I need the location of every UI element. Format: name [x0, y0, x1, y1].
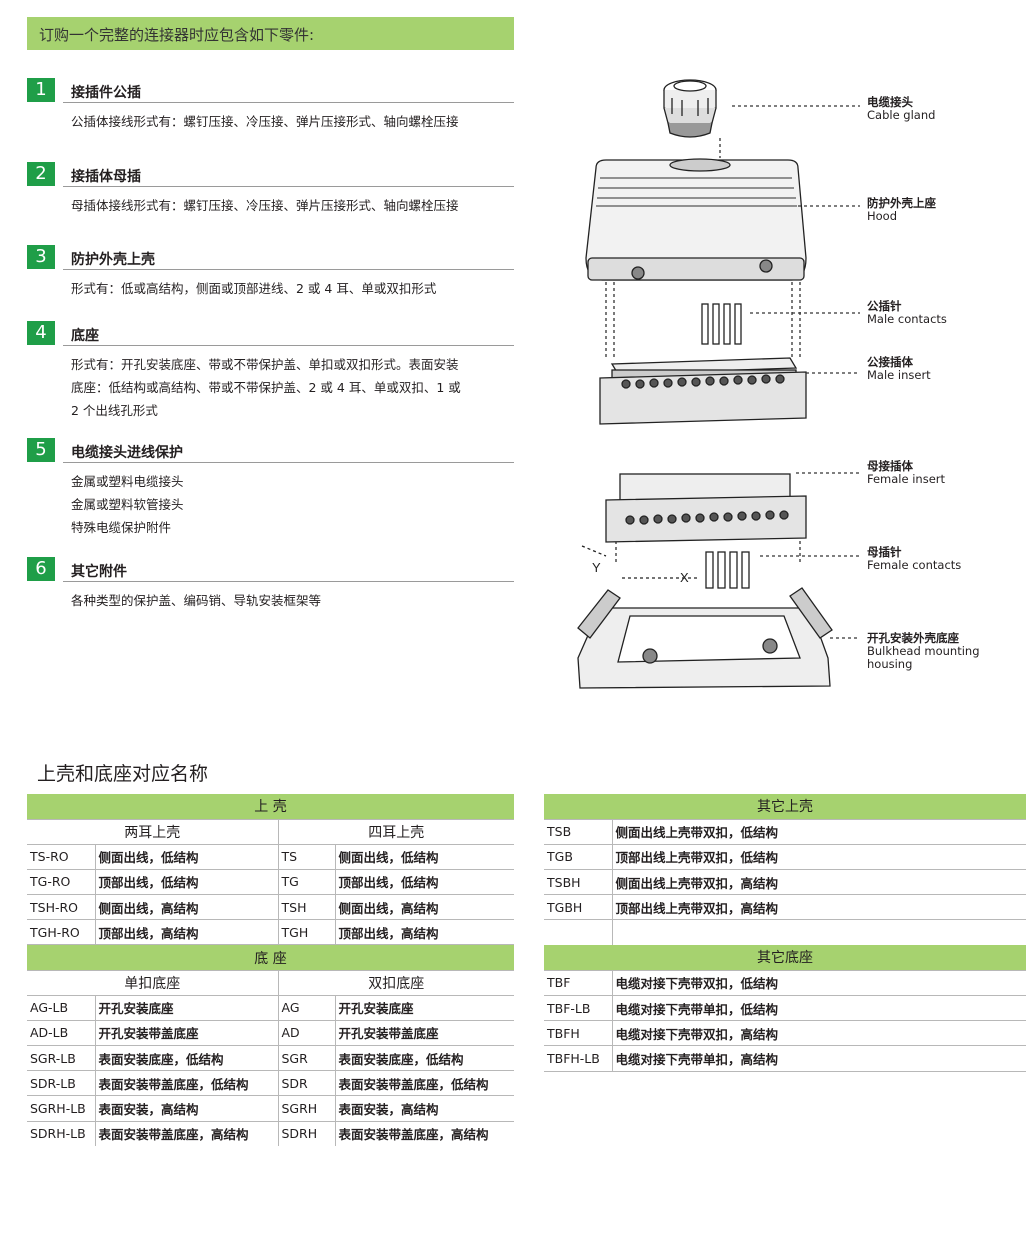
section-line: 底座：低结构或高结构、带或不带保护盖、2 或 4 耳、单或双扣、1 或 [71, 380, 461, 395]
banner-text: 订购一个完整的连接器时应包含如下零件: [39, 26, 315, 44]
other-hood-header: 其它上壳 [544, 794, 1026, 820]
top-banner: 订购一个完整的连接器时应包含如下零件: [27, 17, 514, 50]
section-title: 电缆接头进线保护 [71, 445, 183, 461]
male-insert-drawing [599, 357, 807, 425]
section-title: 底座 [71, 328, 99, 344]
section-1: 1 接插件公插 公插体接线形式有：螺钉压接、冷压接、弹片压接形式、轴向螺栓压接 [27, 78, 514, 133]
table-row [544, 919, 1026, 946]
connector-drawing: X Y [577, 79, 860, 689]
section-number: 1 [27, 78, 55, 102]
section-title: 其它附件 [71, 564, 127, 580]
base-col2-header: 双扣底座 [277, 970, 514, 996]
names-section-title: 上壳和底座对应名称 [37, 763, 209, 785]
section-line: 2 个出线孔形式 [71, 403, 158, 418]
female-insert-drawing [605, 473, 807, 543]
section-line: 形式有：低或高结构，侧面或顶部进线、2 或 4 耳、单或双扣形式 [71, 281, 437, 296]
section-number: 2 [27, 162, 55, 186]
section-4: 4 底座 形式有：开孔安装底座、带或不带保护盖、单扣或双扣形式。表面安装 底座：低… [27, 321, 514, 422]
dimension-x-label: X [680, 570, 689, 585]
dimension-y-label: Y [592, 560, 601, 575]
section-number: 6 [27, 557, 55, 581]
section-line: 公插体接线形式有：螺钉压接、冷压接、弹片压接形式、轴向螺栓压接 [71, 114, 459, 129]
hood-col1-header: 两耳上壳 [27, 819, 278, 845]
male-contacts-drawing [701, 303, 742, 345]
hood-header: 上 壳 [27, 794, 514, 820]
section-title: 接插体母插 [71, 169, 141, 185]
section-3: 3 防护外壳上壳 形式有：低或高结构，侧面或顶部进线、2 或 4 耳、单或双扣形式 [27, 245, 514, 300]
section-line: 形式有：开孔安装底座、带或不带保护盖、单扣或双扣形式。表面安装 [71, 357, 459, 372]
section-number: 3 [27, 245, 55, 269]
section-line: 特殊电缆保护附件 [71, 520, 172, 535]
section-number: 4 [27, 321, 55, 345]
section-line: 母插体接线形式有：螺钉压接、冷压接、弹片压接形式、轴向螺栓压接 [71, 198, 459, 213]
section-6: 6 其它附件 各种类型的保护盖、编码销、导轨安装框架等 [27, 557, 514, 612]
female-contacts-drawing [705, 551, 750, 589]
section-2: 2 接插体母插 母插体接线形式有：螺钉压接、冷压接、弹片压接形式、轴向螺栓压接 [27, 162, 514, 217]
section-line: 金属或塑料电缆接头 [71, 474, 184, 489]
section-title: 防护外壳上壳 [71, 252, 155, 268]
cable-gland-drawing [663, 79, 717, 138]
base-header: 底 座 [27, 944, 514, 971]
section-number: 5 [27, 438, 55, 462]
section-5: 5 电缆接头进线保护 金属或塑料电缆接头 金属或塑料软管接头 特殊电缆保护附件 [27, 438, 514, 539]
section-title: 接插件公插 [71, 85, 141, 101]
base-col1-header: 单扣底座 [27, 970, 278, 996]
section-line: 各种类型的保护盖、编码销、导轨安装框架等 [71, 593, 322, 608]
hood-col2-header: 四耳上壳 [277, 819, 514, 845]
section-line: 金属或塑料软管接头 [71, 497, 184, 512]
hood-drawing [585, 158, 807, 281]
bulkhead-housing-drawing [577, 587, 833, 689]
other-base-header: 其它底座 [544, 945, 1026, 971]
